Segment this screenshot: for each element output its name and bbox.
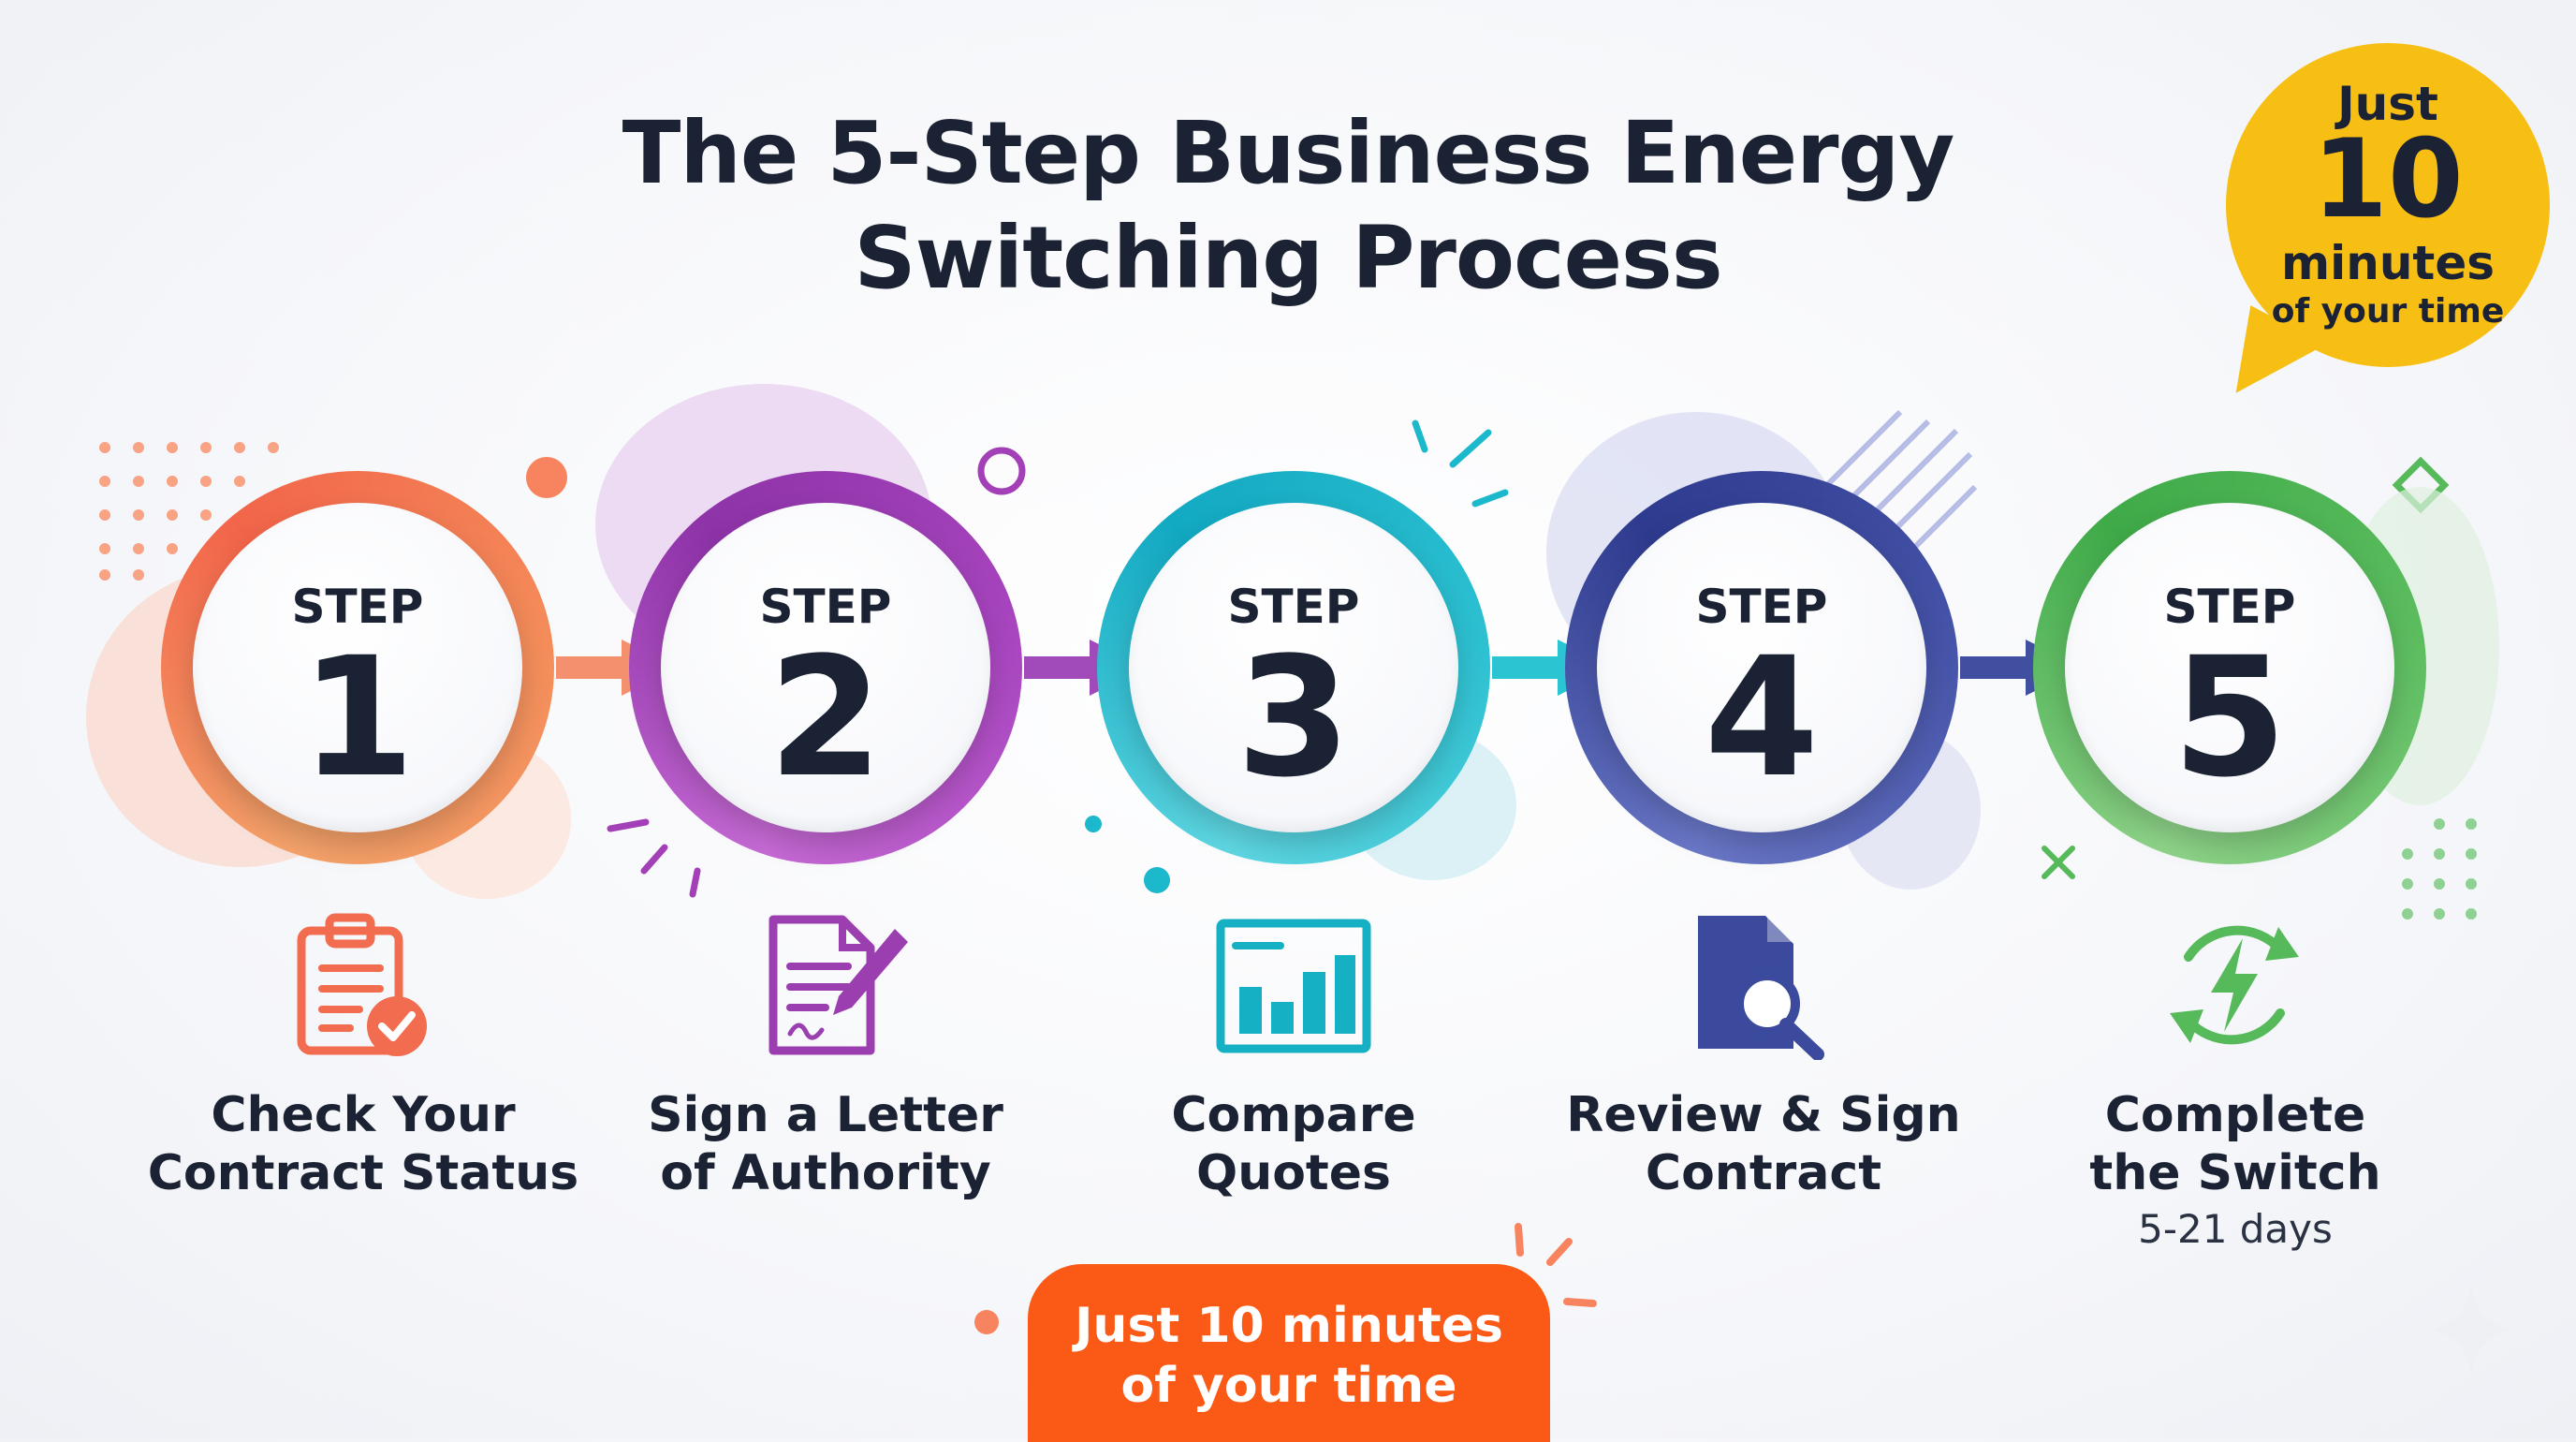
step-3: STEP 3 — [1097, 471, 1490, 864]
clipboard-check-icon — [297, 913, 427, 1056]
step-2-badge: STEP 2 — [661, 503, 990, 832]
document-search-icon — [1698, 916, 1824, 1060]
step-3-label: STEP — [1227, 580, 1360, 634]
signed-document-icon — [768, 915, 908, 1055]
cta-line-2: of your time — [1120, 1358, 1457, 1414]
step-2-title-line-2: of Authority — [660, 1145, 991, 1201]
step-5-duration: 5-21 days — [2138, 1206, 2333, 1252]
dot-grid-right — [2402, 818, 2477, 920]
step-3-badge: STEP 3 — [1129, 503, 1458, 832]
cta-line-1: Just 10 minutes — [1075, 1298, 1503, 1354]
title-line-1: The 5-Step Business Energy — [622, 103, 1955, 203]
step-3-title-line-2: Quotes — [1195, 1145, 1392, 1201]
step-2-number: 2 — [768, 622, 884, 814]
step-4: STEP 4 — [1565, 471, 1958, 864]
step-3-number: 3 — [1236, 622, 1352, 814]
step-1: STEP 1 — [161, 471, 554, 864]
step-5-title-line-1: Complete — [2104, 1087, 2366, 1143]
step-3-title-line-1: Compare — [1171, 1087, 1416, 1143]
step-5-title-line-2: the Switch — [2089, 1145, 2381, 1201]
step-2: STEP 2 — [629, 471, 1022, 864]
step-4-title-line-2: Contract — [1645, 1145, 1882, 1201]
step-2-title-line-1: Sign a Letter — [648, 1087, 1003, 1143]
time-badge: Just 10 minutes of your time — [2211, 43, 2550, 419]
step-1-title: Check Your Contract Status — [120, 1086, 607, 1202]
step-2-title: Sign a Letter of Authority — [582, 1086, 1069, 1202]
badge-line-1: Just — [2337, 77, 2438, 131]
page-title: The 5-Step Business Energy Switching Pro… — [0, 101, 2576, 311]
badge-line-4: of your time — [2271, 292, 2505, 331]
step-1-badge: STEP 1 — [193, 503, 522, 832]
sparks-teal — [1412, 419, 1509, 508]
dot-orange-cta — [974, 1310, 999, 1334]
step-3-title: Compare Quotes — [1050, 1086, 1537, 1202]
x-mark-green — [2042, 846, 2075, 879]
badge-line-3: minutes — [2280, 236, 2495, 290]
title-line-2: Switching Process — [854, 208, 1722, 308]
dot-teal — [1144, 867, 1170, 893]
badge-line-2: 10 — [2312, 116, 2464, 243]
step-1-number: 1 — [300, 622, 416, 814]
time-cta-banner: Just 10 minutes of your time — [1028, 1264, 1550, 1442]
bar-chart-icon — [1216, 919, 1371, 1053]
dot-orange — [526, 457, 567, 498]
energy-switch-icon — [2170, 925, 2299, 1045]
step-5-number: 5 — [2172, 622, 2288, 814]
ring-purple — [977, 447, 1026, 495]
step-4-label: STEP — [1695, 580, 1828, 634]
step-5-title: Complete the Switch 5-21 days — [1992, 1086, 2479, 1255]
step-1-label: STEP — [291, 580, 424, 634]
step-5-badge: STEP 5 — [2065, 503, 2394, 832]
step-4-number: 4 — [1704, 622, 1820, 814]
step-2-label: STEP — [759, 580, 892, 634]
step-4-title-line-1: Review & Sign — [1566, 1087, 1961, 1143]
sparkle-icon — [2430, 1285, 2512, 1375]
step-1-title-line-2: Contract Status — [147, 1145, 579, 1201]
step-4-title: Review & Sign Contract — [1520, 1086, 2007, 1202]
step-1-title-line-1: Check Your — [211, 1087, 516, 1143]
sparks-orange — [1515, 1223, 1597, 1307]
step-5: STEP 5 — [2033, 471, 2426, 864]
sparks-purple — [607, 818, 701, 898]
step-4-badge: STEP 4 — [1597, 503, 1926, 832]
step-5-label: STEP — [2163, 580, 2296, 634]
dot-grid-left — [99, 442, 279, 581]
dot-teal-small — [1085, 816, 1102, 832]
